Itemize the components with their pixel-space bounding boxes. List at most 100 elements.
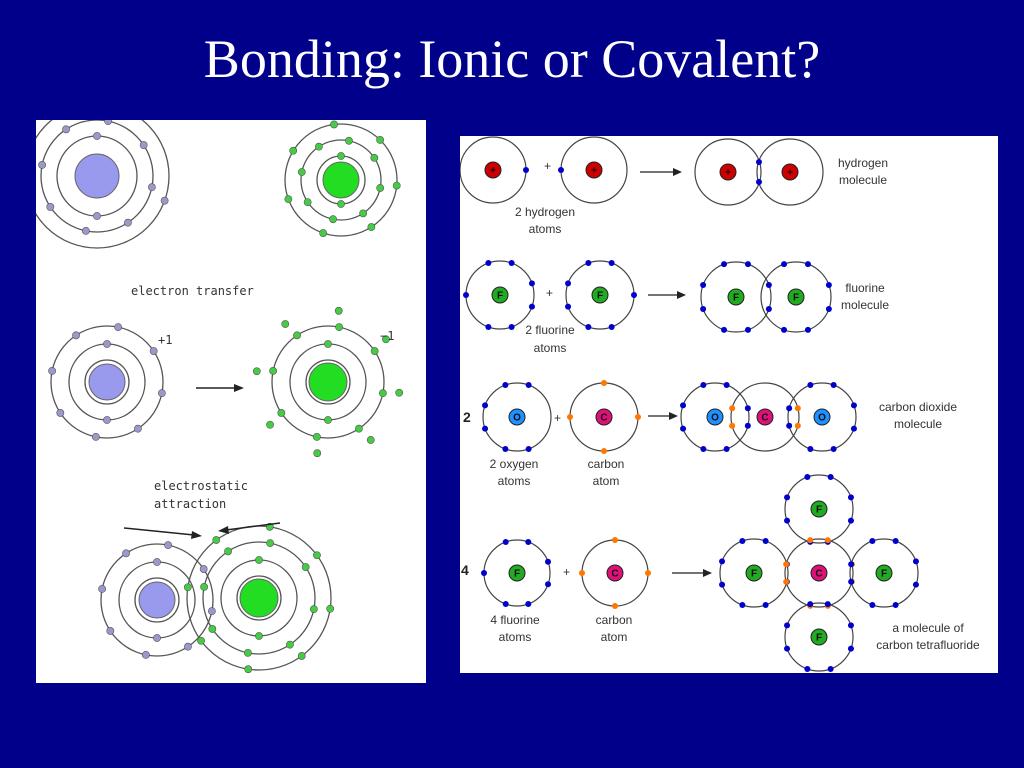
electron-dot — [645, 570, 651, 576]
element-symbol: F — [733, 293, 739, 304]
electron-dot — [807, 601, 814, 608]
hydrogen-reaction-arrow — [640, 168, 682, 176]
electron-dot — [744, 326, 751, 333]
element-symbol: F — [881, 569, 887, 580]
electron-dot — [252, 367, 261, 376]
electron-dot — [585, 323, 592, 330]
electron-dot — [301, 563, 310, 571]
nucleus — [491, 286, 509, 304]
electron-dot — [324, 416, 332, 424]
electron-dot — [847, 622, 854, 629]
electron-transfer-label: electron transfer — [131, 284, 254, 298]
electron-shell — [50, 325, 164, 439]
electron-dot — [367, 223, 376, 231]
electron-dot — [783, 561, 790, 568]
electron-dot — [395, 388, 404, 397]
nucleus — [875, 564, 893, 582]
cf4-fluorine-atom: F — [719, 538, 790, 608]
electron-dot — [485, 260, 492, 267]
fluorine-reaction-arrow — [648, 291, 686, 299]
element-symbol: C — [761, 413, 768, 424]
electron-dot — [744, 261, 751, 268]
nucleus — [138, 581, 176, 619]
hydrogen-molecule-atom: + — [694, 138, 762, 206]
electron-dot — [739, 538, 746, 545]
electron-dot — [635, 414, 641, 420]
electron-dot — [303, 198, 312, 207]
electron-dot — [224, 547, 232, 556]
electron-shell — [300, 139, 382, 221]
element-symbol: F — [816, 633, 822, 644]
electron-dot — [869, 601, 876, 608]
electron-dot — [139, 141, 148, 149]
element-symbol: + — [490, 166, 496, 177]
fluorine-plus-sign: + — [546, 286, 553, 300]
electron-dot — [378, 389, 387, 398]
hydrogen-plus-sign: + — [544, 159, 551, 173]
hydrogen-product-label-line1: hydrogen — [838, 156, 888, 170]
electron-dot — [850, 425, 857, 432]
electron-shell — [784, 474, 854, 544]
electron-dot — [56, 409, 65, 417]
attraction-label-line2: attraction — [154, 497, 226, 511]
cf4-coefficient: 4 — [461, 562, 469, 578]
electron-dot — [485, 323, 492, 330]
electron-dot — [869, 538, 876, 545]
hydrogen-product-label-line2: molecule — [839, 173, 887, 187]
electron-dot — [244, 665, 253, 674]
electron-dot — [807, 537, 814, 544]
electron-dot — [804, 665, 811, 672]
electron-dot — [565, 303, 572, 310]
electron-dot — [585, 260, 592, 267]
nucleus — [719, 163, 737, 181]
element-symbol: C — [815, 569, 822, 580]
electron-dot — [804, 261, 811, 268]
co2-plus-sign: + — [554, 411, 561, 425]
electron-shell — [700, 261, 772, 333]
electron-dot — [723, 445, 730, 452]
electron-dot — [721, 261, 728, 268]
electron-dot — [284, 195, 293, 204]
electron-dot — [912, 558, 919, 565]
electron-dot — [463, 292, 469, 298]
electron-dot — [337, 152, 345, 160]
cf4-product-label-line1: a molecule of — [892, 621, 964, 635]
electron-shell — [849, 538, 919, 608]
fluorine-atom: F — [463, 260, 535, 330]
electron-dot — [324, 340, 332, 348]
co2-reaction-arrow — [648, 412, 678, 420]
element-symbol: C — [600, 413, 607, 424]
electron-dot — [81, 226, 90, 235]
sodium-atom — [36, 120, 170, 249]
electron-dot — [502, 601, 509, 608]
electron-dot — [98, 584, 107, 593]
electron-dot — [134, 424, 142, 433]
electron-dot — [184, 642, 192, 651]
electron-dot — [376, 136, 385, 144]
electron-dot — [525, 445, 532, 452]
electron-dot — [786, 405, 793, 412]
chlorine-atom — [284, 120, 401, 237]
electron-dot — [269, 366, 278, 375]
electron-dot — [335, 323, 344, 332]
element-symbol: O — [513, 413, 521, 424]
element-symbol: F — [514, 569, 520, 580]
electron-dot — [827, 474, 834, 481]
nucleus — [813, 408, 831, 426]
electron-shell — [756, 138, 824, 206]
electron-shell — [305, 359, 351, 405]
fluorine-molecule-atom: F — [700, 261, 772, 333]
element-symbol: O — [818, 413, 826, 424]
electron-dot — [103, 340, 111, 348]
electron-dot — [528, 303, 535, 310]
shared-electron — [756, 179, 762, 185]
hydrogen-atom: + — [558, 136, 628, 204]
co2-oxygen-atom: O — [786, 382, 857, 452]
electron-dot — [122, 549, 130, 558]
electron-shell — [36, 120, 170, 249]
fluorine-molecule-atom: F — [760, 261, 832, 333]
electron-dot — [729, 422, 736, 429]
electron-dot — [382, 335, 390, 344]
fluorine-atom: F — [481, 538, 552, 608]
electron-dot — [608, 323, 615, 330]
